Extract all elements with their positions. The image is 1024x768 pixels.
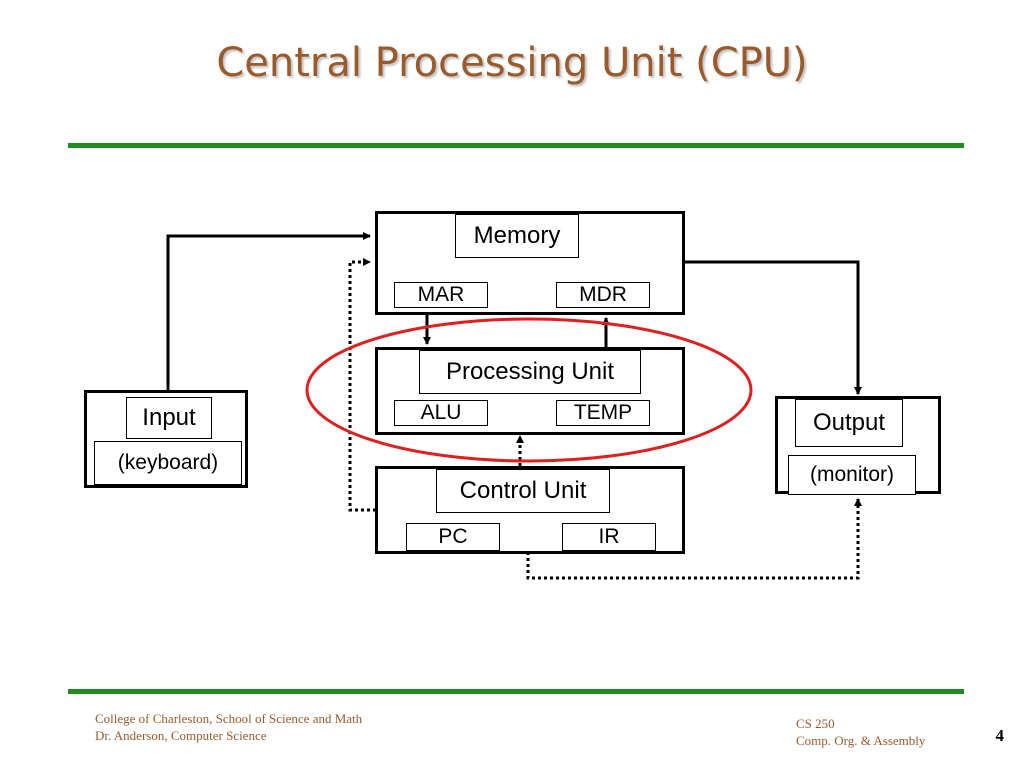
- alu-register: ALU: [394, 400, 488, 426]
- control-to-output-arrow: [526, 498, 862, 580]
- monitor-label: (monitor): [788, 455, 916, 495]
- ir-register: IR: [562, 523, 656, 551]
- memory-to-output-arrow: [684, 260, 862, 395]
- slide-title: Central Processing Unit (CPU): [216, 40, 808, 86]
- memory-label: Memory: [455, 214, 579, 258]
- footer-course-title: Comp. Org. & Assembly: [796, 733, 926, 748]
- output-label: Output: [795, 399, 903, 447]
- input-box: Input (keyboard): [84, 390, 248, 488]
- input-label: Input: [126, 397, 212, 439]
- processing-unit-label: Processing Unit: [419, 350, 641, 394]
- pc-register: PC: [406, 523, 500, 551]
- footer-author: Dr. Anderson, Computer Science: [95, 728, 267, 743]
- processing-unit-box: Processing Unit ALU TEMP: [375, 347, 685, 435]
- mar-register: MAR: [394, 282, 488, 308]
- footer-divider: [68, 689, 964, 694]
- footer-course: CS 250: [796, 716, 835, 731]
- footer-left: College of Charleston, School of Science…: [95, 710, 362, 744]
- control-unit-box: Control Unit PC IR: [375, 466, 685, 554]
- mdr-register: MDR: [556, 282, 650, 308]
- output-box: Output (monitor): [775, 396, 941, 495]
- keyboard-label: (keyboard): [94, 441, 242, 485]
- input-to-memory-arrow: [166, 232, 371, 390]
- title-divider: [68, 143, 964, 148]
- control-to-memory-arrow: [348, 258, 376, 512]
- footer-institution: College of Charleston, School of Science…: [95, 711, 363, 726]
- footer-right: CS 250 Comp. Org. & Assembly: [796, 715, 925, 749]
- temp-register: TEMP: [556, 400, 650, 426]
- control-unit-label: Control Unit: [436, 469, 610, 513]
- memory-box: Memory MAR MDR: [375, 211, 685, 315]
- page-number: 4: [995, 726, 1005, 745]
